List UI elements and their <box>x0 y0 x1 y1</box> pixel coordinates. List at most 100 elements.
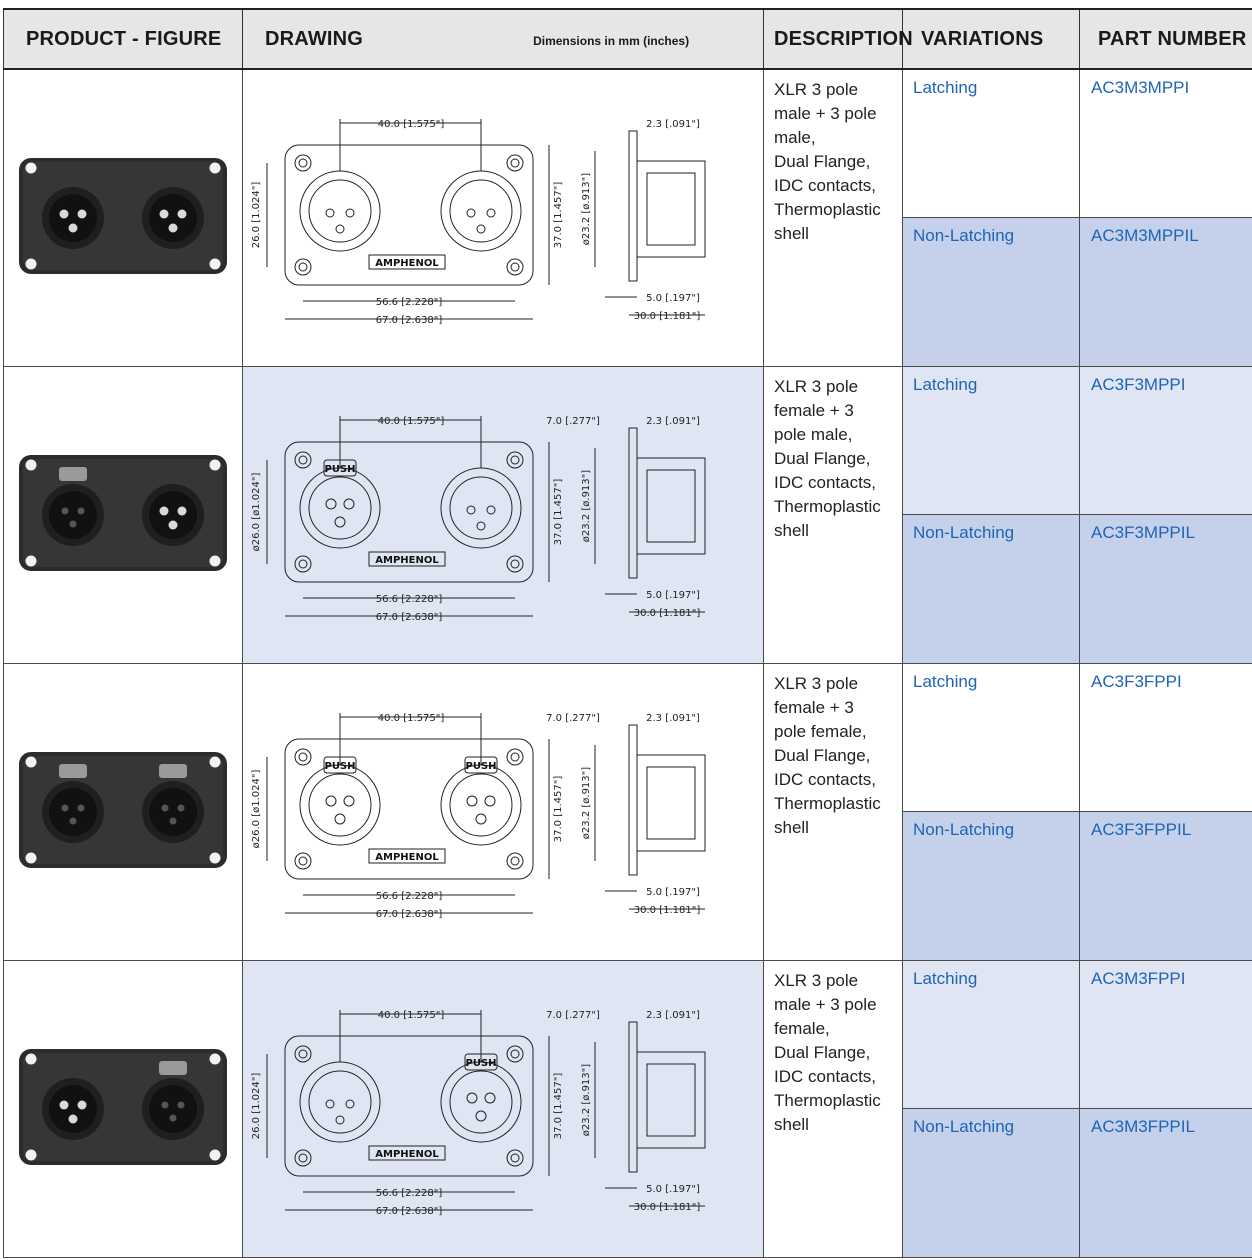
dim-label-flange: 2.3 [.091"] <box>646 119 700 130</box>
drawing-connector-outer <box>440 170 522 251</box>
mounting-hole <box>209 459 221 470</box>
female-socket <box>69 520 77 527</box>
drawing-socket <box>343 498 355 509</box>
connector-insert <box>49 193 97 242</box>
description-line: shell <box>774 818 809 837</box>
male-pin <box>59 1100 69 1109</box>
male-pin <box>59 209 69 218</box>
drawing-hole-inner <box>510 559 520 568</box>
side-insert <box>646 1063 696 1136</box>
brand-box <box>368 551 446 566</box>
dim-label-depth2: 30.0 [1.181"] <box>634 1202 701 1213</box>
drawing-hole-inner <box>298 559 308 568</box>
dim-label-panel-height: 37.0 [1.457"] <box>553 1072 564 1139</box>
dim-label-diameter: ø23.2 [ø.913"] <box>581 766 592 838</box>
drawing-hole <box>294 852 312 869</box>
drawing-connector-inner <box>449 1070 513 1133</box>
female-socket <box>169 1114 177 1121</box>
female-socket <box>161 1101 169 1108</box>
dim-label-depth1: 5.0 [.197"] <box>646 590 700 601</box>
drawing-socket <box>325 795 337 806</box>
description-line: Thermoplastic <box>774 497 881 516</box>
dim-label-top: 40.0 [1.575"] <box>378 119 445 130</box>
drawing-connector-outer <box>299 170 381 251</box>
drawing-pin <box>325 208 335 217</box>
description-line: XLR 3 pole <box>774 377 859 396</box>
header-part-number: PART NUMBER <box>1079 8 1252 70</box>
dim-label-holes: 56.6 [2.228"] <box>376 594 443 605</box>
product-figure-cell <box>3 960 243 1258</box>
description-line: shell <box>774 224 809 243</box>
dim-label-height: ø26.0 [ø1.024"] <box>251 472 262 551</box>
product-figure-cell <box>3 663 243 961</box>
push-label: PUSH <box>465 761 496 772</box>
male-pin <box>159 506 169 515</box>
dim-label-width: 67.0 [2.638"] <box>376 909 443 920</box>
header-description: DESCRIPTION <box>763 8 913 70</box>
female-socket <box>177 1101 185 1108</box>
drawing-hole-inner <box>510 856 520 865</box>
drawing-hole <box>294 258 312 275</box>
side-flange <box>628 1021 638 1172</box>
brand-box <box>368 1145 446 1160</box>
dim-label-depth2: 30.0 [1.181"] <box>634 311 701 322</box>
brand-label: AMPHENOL <box>375 852 439 863</box>
dim-label-top: 40.0 [1.575"] <box>378 416 445 427</box>
variation-non-latching: Non-Latching <box>902 217 1080 367</box>
drawing-connector-inner <box>308 1070 372 1133</box>
description-line: IDC contacts, <box>774 770 877 789</box>
male-pin <box>168 520 178 529</box>
brand-label: AMPHENOL <box>375 1149 439 1160</box>
description-line: male, <box>774 128 816 147</box>
product-photo <box>19 1048 227 1165</box>
mounting-hole <box>209 756 221 767</box>
female-socket <box>69 817 77 824</box>
mounting-hole <box>25 459 37 470</box>
drawing-pin <box>466 208 476 217</box>
drawing-connector-outer <box>299 764 381 845</box>
male-pin <box>168 223 178 232</box>
header-drawing-note: Dimensions in mm (inches) <box>533 33 690 48</box>
male-pin <box>177 506 187 515</box>
drawing-hole-inner <box>298 1153 308 1162</box>
description-line: Thermoplastic <box>774 1091 881 1110</box>
drawing-hole-inner <box>298 262 308 271</box>
description-line: shell <box>774 521 809 540</box>
dim-label-panel-height: 37.0 [1.457"] <box>553 775 564 842</box>
female-socket <box>61 507 69 514</box>
drawing-connector-outer <box>299 1061 381 1142</box>
description-line: Thermoplastic <box>774 200 881 219</box>
drawing-hole-inner <box>510 1049 520 1058</box>
brand-label: AMPHENOL <box>375 258 439 269</box>
drawing-pin <box>325 1099 335 1108</box>
mounting-hole <box>25 1149 37 1160</box>
product-figure-cell <box>3 366 243 664</box>
drawing-hole <box>506 555 524 572</box>
dim-label-depth2: 30.0 [1.181"] <box>634 608 701 619</box>
drawing-pin <box>335 224 345 233</box>
part-number-non-latching: AC3M3MPPIL <box>1079 217 1252 367</box>
drawing-pin <box>476 521 486 530</box>
dim-label-height: ø26.0 [ø1.024"] <box>251 769 262 848</box>
drawing-socket <box>343 795 355 806</box>
part-number-latching: AC3M3MPPI <box>1079 68 1252 218</box>
connector-insert <box>49 787 97 836</box>
drawing-pin <box>466 505 476 514</box>
mounting-hole <box>209 258 221 269</box>
drawing-connector-inner <box>449 476 513 539</box>
dim-label-flange: 2.3 [.091"] <box>646 1010 700 1021</box>
drawing-hole <box>294 748 312 765</box>
drawing-plate <box>284 144 534 285</box>
part-number-non-latching: AC3M3FPPIL <box>1079 1108 1252 1258</box>
drawing-socket <box>334 516 346 527</box>
drawing-hole-inner <box>298 752 308 761</box>
drawing-hole <box>506 852 524 869</box>
